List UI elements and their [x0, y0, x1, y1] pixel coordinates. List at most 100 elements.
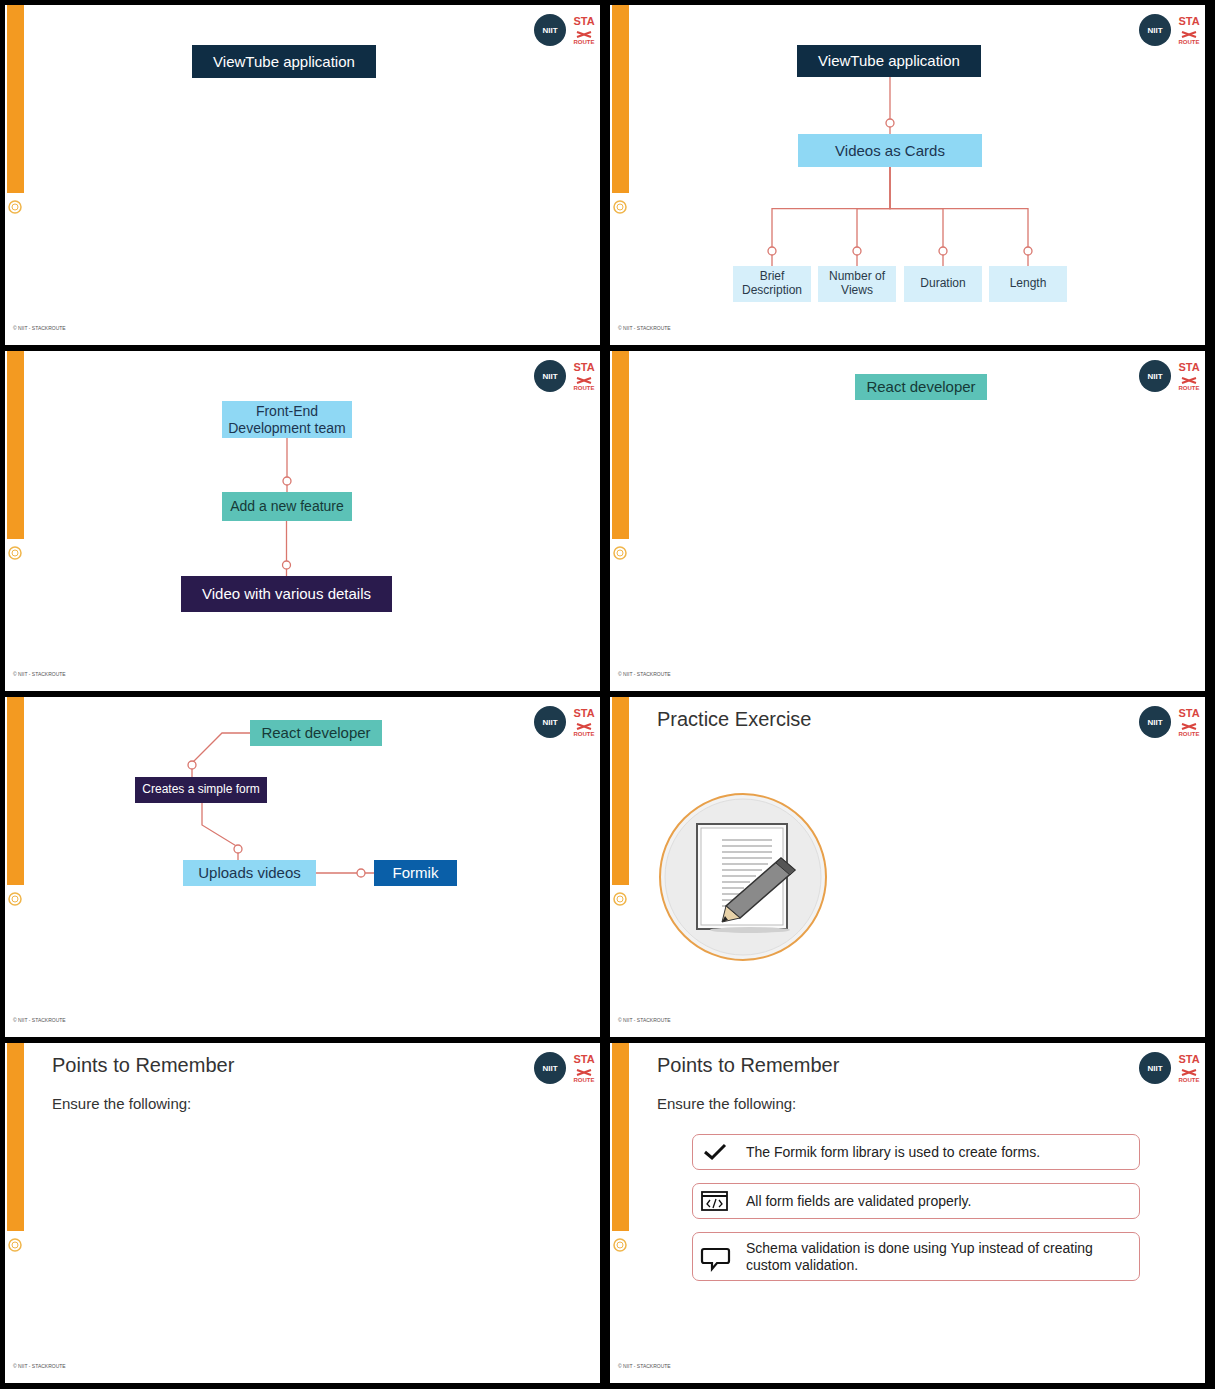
- footer-text: © NIIT - STACKROUTE: [618, 1017, 671, 1023]
- accent-bar: [7, 1043, 24, 1231]
- node-text: Duration: [920, 277, 965, 291]
- attribute-box: Brief Description: [733, 266, 811, 302]
- footer-text: © NIIT - STACKROUTE: [618, 1363, 671, 1369]
- team-box: Front-End Development team: [222, 401, 352, 438]
- connector: [890, 167, 1032, 266]
- node-text: Brief Description: [739, 270, 805, 298]
- connector-dot: [188, 761, 196, 769]
- logo-circle: [534, 14, 566, 46]
- connector-dot: [886, 119, 894, 127]
- accent-ring: [9, 1239, 21, 1251]
- tool-box: Formik: [374, 860, 457, 886]
- logo-text: ROUTE: [574, 1077, 595, 1083]
- footer-text: © NIIT - STACKROUTE: [13, 325, 66, 331]
- accent-bar: [7, 5, 24, 193]
- logo-arrows: [577, 32, 591, 37]
- accent-ring: [614, 547, 626, 559]
- logo-text: STA: [1178, 361, 1199, 373]
- node-text: Add a new feature: [230, 498, 344, 514]
- node-text: Video with various details: [202, 585, 371, 602]
- connector: [768, 167, 890, 266]
- accent-ring: [9, 201, 21, 213]
- role-box: React developer: [855, 374, 987, 400]
- logo-text: STA: [573, 1053, 594, 1065]
- accent-ring: [12, 1242, 18, 1248]
- accent-ring: [9, 893, 21, 905]
- logo-text: NIIT: [542, 718, 557, 727]
- connector-dot: [234, 845, 242, 853]
- logo-circle: [534, 1052, 566, 1084]
- logo-text: STA: [573, 15, 594, 27]
- connector: [202, 803, 242, 860]
- logo-text: NIIT: [542, 26, 557, 35]
- logo-arrows: [1182, 378, 1196, 383]
- point-icons: [702, 1145, 729, 1269]
- connector-line: [857, 167, 890, 266]
- accent-ring: [9, 547, 21, 559]
- logo-text: NIIT: [1147, 718, 1162, 727]
- accent-bar: [612, 697, 629, 885]
- logo-text: STA: [573, 361, 594, 373]
- title-box: ViewTube application: [797, 45, 981, 77]
- node-text: Uploads videos: [198, 864, 301, 881]
- accent-bar: [612, 351, 629, 539]
- logo-arrows: [1182, 32, 1196, 37]
- logo-text: NIIT: [1147, 26, 1162, 35]
- accent-ring: [12, 550, 18, 556]
- logo-arrows: [577, 1070, 591, 1075]
- logo-circle: [1139, 706, 1171, 738]
- connector-line: [202, 803, 238, 860]
- slide-panel: [5, 1043, 600, 1383]
- node-text: ViewTube application: [213, 53, 355, 70]
- task-box: Add a new feature: [222, 492, 352, 521]
- logo-text: ROUTE: [1179, 385, 1200, 391]
- footer-text: © NIIT - STACKROUTE: [618, 325, 671, 331]
- action-box: Creates a simple form: [135, 777, 267, 803]
- footer-text: © NIIT - STACKROUTE: [618, 671, 671, 677]
- connector-line: [772, 167, 890, 266]
- accent-bar: [7, 351, 24, 539]
- footer-text: © NIIT - STACKROUTE: [13, 671, 66, 677]
- node-text: Videos as Cards: [835, 142, 945, 159]
- node-text: The Formik form library is used to creat…: [746, 1144, 1040, 1160]
- slide-subtitle: Ensure the following:: [52, 1095, 191, 1112]
- logo-text: STA: [1178, 1053, 1199, 1065]
- slide-title: Points to Remember: [657, 1054, 839, 1077]
- connector-dot: [853, 247, 861, 255]
- slide-panel: [610, 351, 1205, 691]
- logo-arrows: [577, 724, 591, 729]
- node-text: Length: [1010, 277, 1047, 291]
- logo-text: STA: [1178, 707, 1199, 719]
- title-box: ViewTube application: [192, 45, 376, 78]
- accent-ring: [12, 204, 18, 210]
- node-text: ViewTube application: [818, 52, 960, 69]
- node-text: Creates a simple form: [142, 783, 259, 797]
- action-box: Uploads videos: [183, 860, 316, 886]
- accent-ring: [617, 204, 623, 210]
- practice-illustration: [660, 794, 826, 960]
- point-box: All form fields are validated properly.: [692, 1183, 1140, 1219]
- logo-circle: [534, 360, 566, 392]
- logo-text: STA: [1178, 15, 1199, 27]
- connector-dot: [1024, 247, 1032, 255]
- footer-text: © NIIT - STACKROUTE: [13, 1363, 66, 1369]
- logo-text: ROUTE: [1179, 731, 1200, 737]
- connector-dot: [939, 247, 947, 255]
- accent-ring: [617, 550, 623, 556]
- logo-text: ROUTE: [574, 39, 595, 45]
- point-box: The Formik form library is used to creat…: [692, 1134, 1140, 1170]
- accent-ring: [614, 893, 626, 905]
- node-text: React developer: [261, 724, 370, 741]
- attribute-box: Number of Views: [818, 266, 896, 302]
- logo-circle: [1139, 1052, 1171, 1084]
- attribute-box: Length: [989, 266, 1067, 302]
- logo-arrows: [1182, 1070, 1196, 1075]
- connector-dot: [283, 477, 291, 485]
- node-text: Schema validation is done using Yup inst…: [746, 1240, 1125, 1272]
- logo-text: ROUTE: [574, 731, 595, 737]
- connector: [316, 869, 374, 877]
- logo-arrows: [1182, 724, 1196, 729]
- logo-text: NIIT: [542, 372, 557, 381]
